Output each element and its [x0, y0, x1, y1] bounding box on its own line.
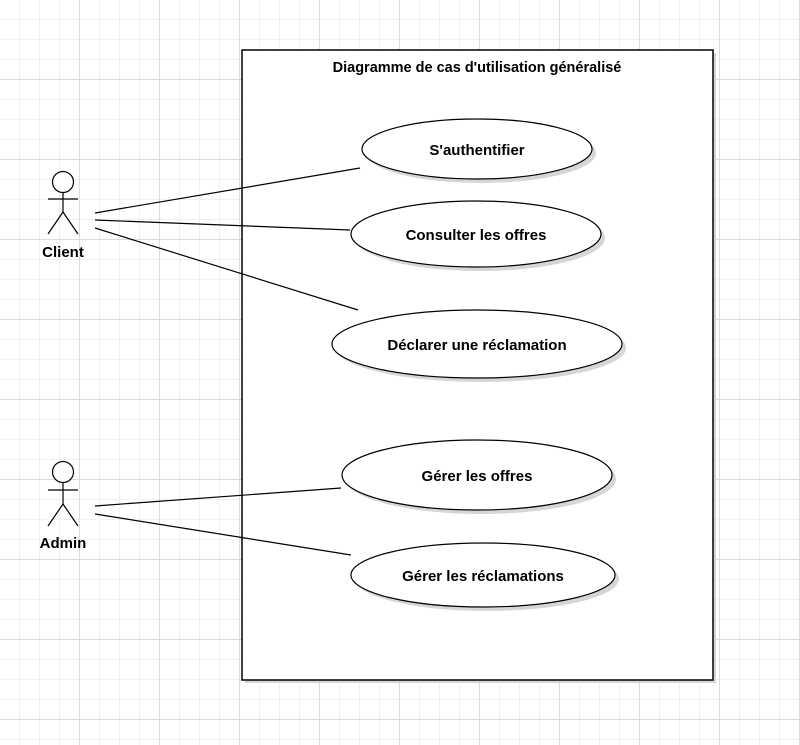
use-case-authenticate[interactable]: S'authentifier [361, 118, 596, 183]
use-case-manage-offers[interactable]: Gérer les offres [341, 439, 616, 514]
use-case-declare-claim[interactable]: Déclarer une réclamation [331, 309, 626, 382]
use-case-ellipse [350, 542, 616, 608]
use-case-ellipse [361, 118, 593, 180]
use-case-ellipse [341, 439, 613, 511]
use-case-label: Gérer les réclamations [402, 568, 564, 585]
use-case-manage-claims[interactable]: Gérer les réclamations [350, 542, 619, 611]
use-case-label: Gérer les offres [422, 468, 533, 485]
association-admin-manage-claims[interactable] [94, 513, 352, 556]
actor-label: Client [42, 244, 84, 261]
association-client-declare-claim[interactable] [94, 227, 359, 311]
system-boundary-title: Diagramme de cas d'utilisation généralis… [333, 60, 622, 76]
use-case-label: Consulter les offres [406, 227, 547, 244]
use-case-ellipse [331, 309, 623, 379]
use-case-view-offers[interactable]: Consulter les offres [350, 200, 605, 271]
use-case-label: Déclarer une réclamation [387, 337, 566, 354]
association-client-view-offers[interactable] [94, 219, 351, 231]
association-admin-manage-offers[interactable] [94, 487, 342, 507]
use-case-ellipse [350, 200, 602, 268]
actor-client[interactable]: Client [42, 170, 84, 262]
association-client-authenticate[interactable] [94, 167, 361, 214]
stick-figure-icon [47, 170, 79, 235]
actor-admin[interactable]: Admin [40, 460, 87, 553]
actor-label: Admin [40, 535, 87, 552]
use-case-label: S'authentifier [429, 142, 524, 159]
associations [94, 167, 361, 556]
stick-figure-icon [47, 460, 79, 527]
